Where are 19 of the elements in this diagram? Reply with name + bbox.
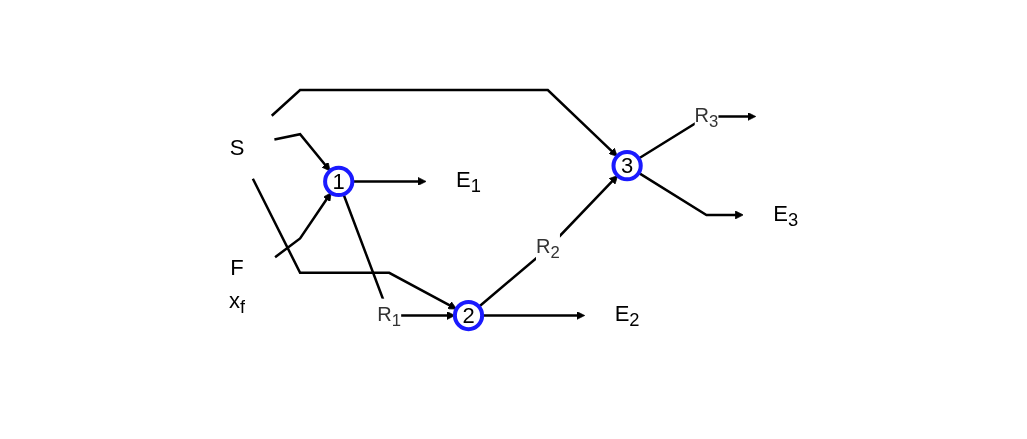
edge-label: R$_{2}$ xyxy=(535,235,560,263)
arrow xyxy=(637,171,744,220)
node-text: S xyxy=(229,134,245,160)
node-text: F x$_{f}$ xyxy=(228,254,245,318)
edge-label: R$_{1}$ xyxy=(377,302,401,330)
arrow xyxy=(274,192,332,259)
arrow xyxy=(270,88,618,157)
node-text: E$_{1}$ xyxy=(455,167,481,197)
arrow xyxy=(482,311,585,320)
arrow xyxy=(274,132,331,172)
arrow xyxy=(478,175,618,308)
node-circle: 2 xyxy=(452,299,485,332)
node-text: E$_{3}$ xyxy=(773,200,799,230)
edge-label: R$_{3}$ xyxy=(694,103,719,131)
arrow xyxy=(352,177,427,186)
node-circle: 1 xyxy=(323,165,355,198)
arrow xyxy=(251,178,457,310)
node-circle: 3 xyxy=(611,150,643,182)
node-text: E$_{2}$ xyxy=(614,301,640,331)
